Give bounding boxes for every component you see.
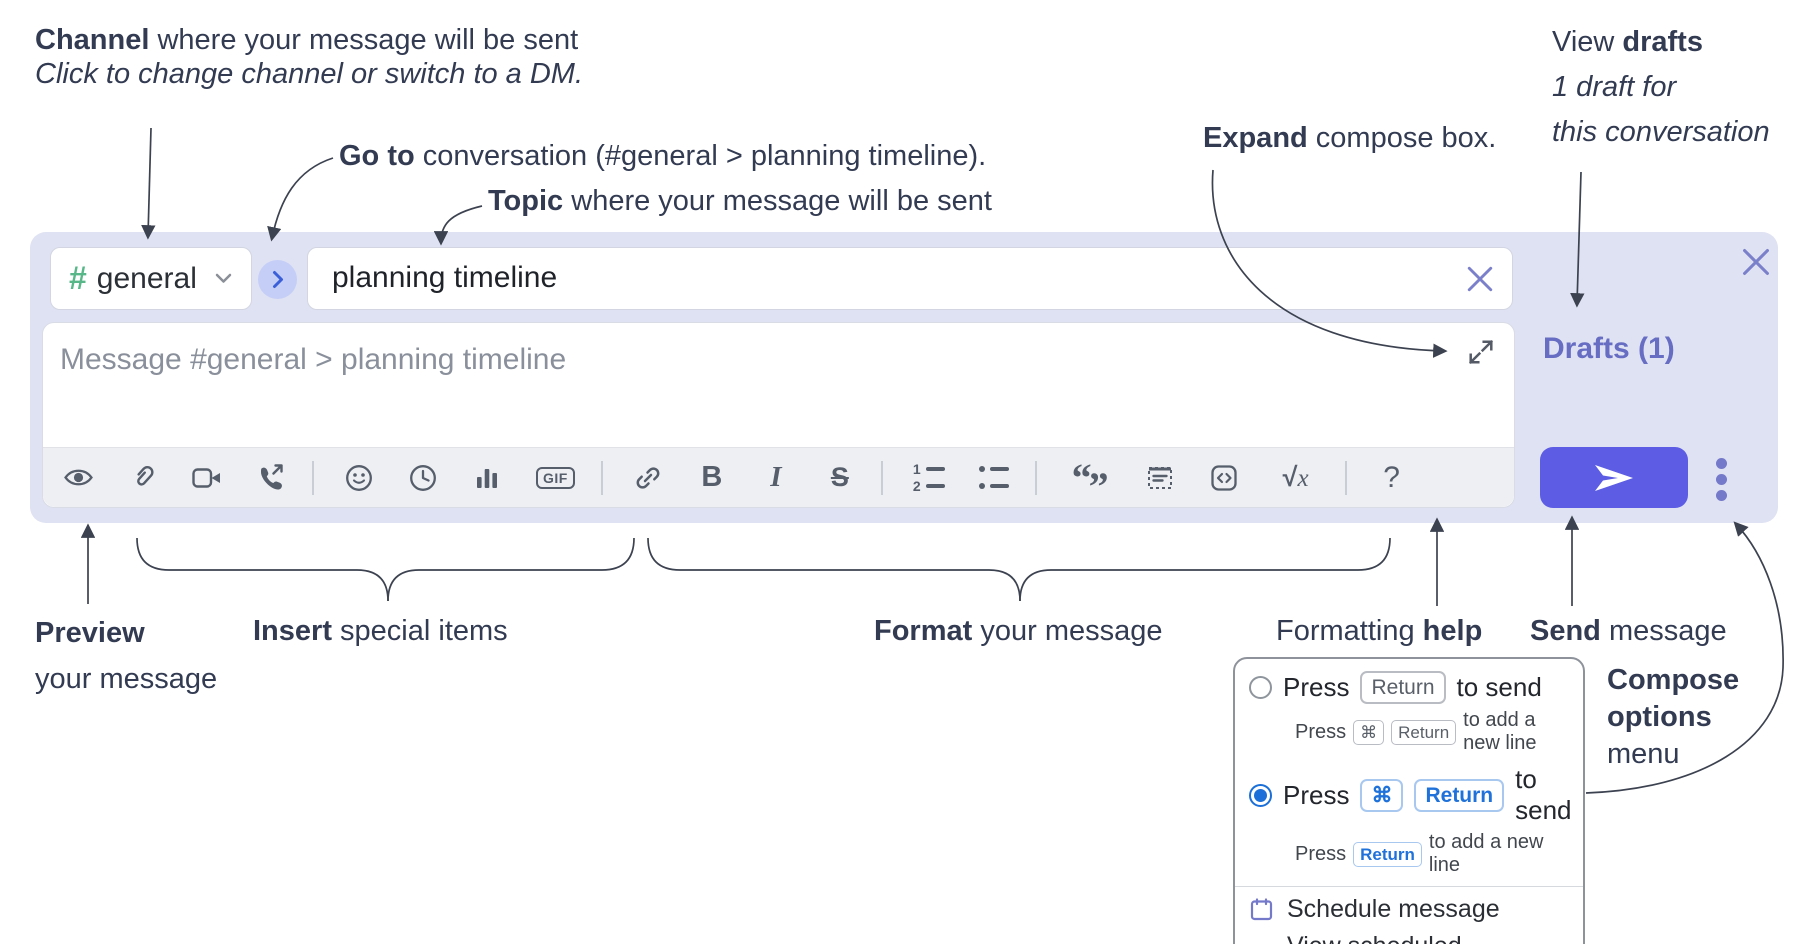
link-button[interactable] — [633, 455, 663, 501]
brace-insert-right — [387, 537, 635, 602]
clock-icon — [410, 464, 436, 491]
code-icon — [1210, 464, 1237, 491]
brace-format-right — [1019, 537, 1391, 602]
annotation-channel: Channel where your message will be sent … — [35, 24, 584, 90]
link-icon — [636, 466, 660, 489]
bulleted-list-button[interactable] — [978, 455, 1009, 501]
channel-name: general — [96, 261, 197, 295]
radio-unselected-icon[interactable] — [1249, 676, 1272, 699]
radio-selected-icon[interactable] — [1249, 783, 1272, 807]
brace-format-left — [647, 537, 1021, 602]
annotation-send: Send message — [1530, 615, 1727, 647]
video-camera-icon — [192, 467, 220, 488]
bold-button[interactable]: B — [697, 455, 727, 501]
quote-icon: “” — [1071, 454, 1109, 509]
chevron-right-icon — [272, 271, 283, 288]
message-input[interactable]: Message #general > planning timeline — [42, 322, 1515, 508]
toolbar-divider — [1034, 460, 1037, 495]
toolbar-divider — [312, 460, 314, 495]
option-return-subtext: Press ⌘ Return to add a new line — [1295, 709, 1537, 754]
strikethrough-button[interactable]: S — [825, 455, 855, 501]
drafts-link[interactable]: Drafts (1) — [1543, 332, 1675, 365]
return-keycap: Return — [1353, 841, 1422, 867]
channel-hash-icon: # — [69, 260, 87, 296]
help-icon: ? — [1383, 460, 1400, 494]
compose-options-menu: Press Return to send Press ⌘ Return to a… — [1233, 657, 1585, 944]
send-button[interactable] — [1540, 447, 1688, 508]
topic-value: planning timeline — [332, 261, 558, 294]
annotation-topic: Topic where your message will be sent — [488, 185, 992, 217]
cmd-keycap: ⌘ — [1353, 719, 1385, 745]
connector-channel — [141, 127, 156, 240]
message-placeholder: Message #general > planning timeline — [60, 343, 567, 376]
formatting-toolbar: GIF B I S 1 2 — [43, 447, 1514, 507]
code-block-button[interactable] — [1209, 455, 1239, 501]
formatting-help-button[interactable]: ? — [1377, 455, 1407, 501]
compose-box: # general planning timeline Message #gen… — [30, 232, 1778, 523]
return-keycap: Return — [1391, 719, 1457, 745]
toolbar-divider — [1344, 460, 1347, 495]
video-clip-button[interactable] — [192, 455, 222, 501]
italic-button[interactable]: I — [761, 455, 791, 501]
annotation-view-drafts: View drafts 1 draft for this conversatio… — [1552, 26, 1770, 148]
return-keycap: Return — [1414, 778, 1505, 812]
clear-topic-icon[interactable] — [1466, 265, 1494, 293]
formula-icon: √x — [1282, 462, 1309, 492]
blockquote-button[interactable]: “” — [1067, 454, 1111, 509]
connector-goto — [267, 157, 334, 242]
topic-input[interactable]: planning timeline — [307, 247, 1513, 310]
brace-insert-left — [136, 537, 389, 602]
poll-button[interactable] — [472, 455, 502, 501]
audio-call-button[interactable] — [256, 455, 286, 501]
annotation-compose-options: Compose options menu — [1607, 664, 1740, 770]
gif-button[interactable]: GIF — [536, 455, 575, 501]
cmd-keycap: ⌘ — [1360, 778, 1404, 812]
annotation-preview: Preview your message — [35, 617, 218, 695]
menu-item-view-scheduled[interactable]: View scheduled messages — [1249, 932, 1569, 944]
phone-arrow-icon — [260, 463, 283, 489]
expand-icon[interactable] — [1468, 339, 1494, 365]
menu-divider — [1235, 886, 1583, 887]
text-snippet-button[interactable] — [1145, 455, 1175, 501]
preview-button[interactable] — [63, 455, 94, 501]
ordered-list-icon: 1 2 — [913, 462, 945, 493]
gif-icon: GIF — [536, 466, 575, 489]
eye-icon — [64, 469, 93, 486]
kebab-dot — [1716, 490, 1727, 501]
snippet-icon — [1147, 466, 1172, 489]
kebab-dot — [1716, 458, 1727, 469]
formula-button[interactable]: √x — [1273, 455, 1319, 501]
toolbar-divider — [880, 460, 883, 495]
annotation-go-to: Go to conversation (#general > planning … — [339, 140, 987, 172]
strikethrough-icon: S — [830, 462, 849, 492]
annotation-expand: Expand compose box. — [1203, 122, 1497, 154]
bar-chart-icon — [477, 468, 497, 488]
channel-selector[interactable]: # general — [50, 247, 252, 310]
menu-item-schedule-message[interactable]: Schedule message — [1249, 895, 1569, 924]
emoji-button[interactable] — [344, 455, 374, 501]
toolbar-divider — [600, 460, 603, 495]
bold-icon: B — [701, 461, 723, 493]
return-keycap: Return — [1360, 671, 1446, 704]
annotation-insert: Insert special items — [253, 615, 508, 647]
ordered-list-button[interactable]: 1 2 — [913, 455, 945, 501]
close-icon[interactable] — [1740, 246, 1772, 278]
send-icon — [1595, 464, 1633, 491]
option-return-to-send[interactable]: Press Return to send — [1249, 671, 1569, 704]
bulleted-list-icon — [978, 463, 1009, 492]
attach-button[interactable] — [128, 455, 158, 501]
go-to-conversation-button[interactable] — [258, 260, 297, 299]
annotation-format: Format your message — [874, 615, 1163, 647]
option-cmd-return-subtext: Press Return to add a new line — [1295, 831, 1544, 876]
annotation-formatting-help: Formatting help — [1276, 615, 1483, 647]
italic-icon: I — [770, 461, 782, 493]
compose-options-button[interactable] — [1716, 458, 1727, 501]
option-cmd-return-to-send[interactable]: Press ⌘ Return to send — [1249, 764, 1572, 826]
smiley-icon — [346, 464, 372, 491]
chevron-down-icon — [215, 273, 232, 283]
calendar-icon — [1249, 897, 1274, 922]
recent-button[interactable] — [408, 455, 438, 501]
kebab-dot — [1716, 474, 1727, 485]
paperclip-icon — [137, 466, 154, 486]
